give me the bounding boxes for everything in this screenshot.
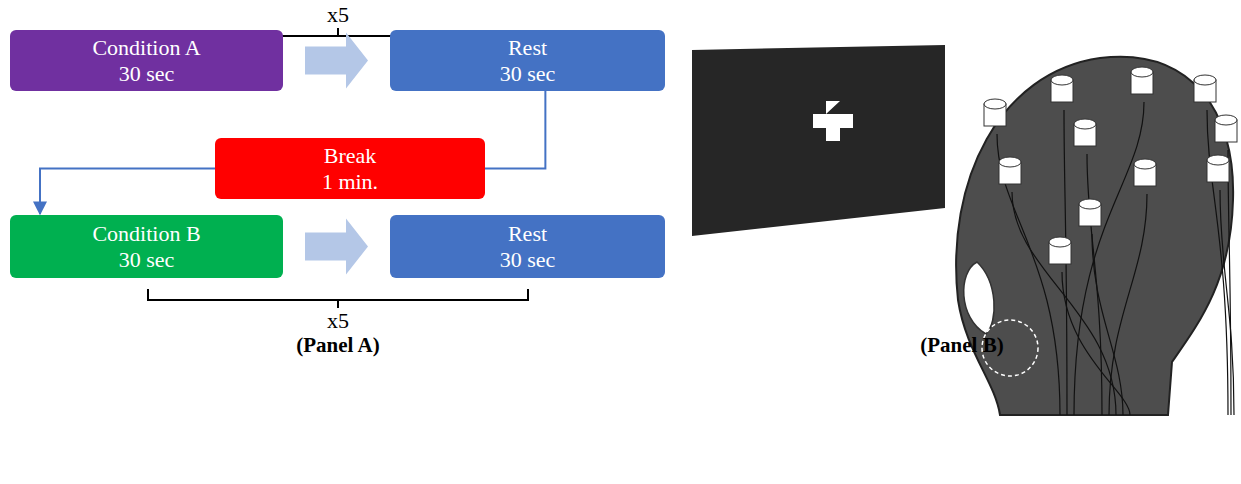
electrode-wire	[1207, 110, 1228, 415]
rest-box: Rest30 sec	[390, 215, 665, 278]
electrode	[984, 99, 1006, 126]
flow-line	[485, 91, 545, 169]
electrode	[1207, 155, 1229, 182]
block-arrow	[305, 219, 368, 275]
flow-line	[40, 169, 215, 215]
panel-label: (Panel A)	[296, 333, 379, 358]
node-duration: 30 sec	[119, 247, 175, 272]
electrode	[1051, 75, 1073, 102]
repeat-bracket	[148, 289, 528, 308]
head-outline	[956, 57, 1233, 415]
electrode	[1194, 75, 1216, 102]
electrode-wire	[1062, 272, 1130, 415]
electrode-wire	[1087, 154, 1102, 415]
electrode-wire	[1109, 194, 1147, 415]
electrode	[1074, 119, 1096, 146]
electrode-wire	[1092, 234, 1123, 415]
node-title: Rest	[508, 35, 547, 60]
electrode-wire	[1228, 150, 1231, 415]
node-title: Condition A	[92, 35, 200, 60]
condition-box: Condition B30 sec	[10, 215, 283, 278]
electrode-wire	[997, 134, 1060, 415]
node-duration: 1 min.	[322, 169, 378, 194]
node-duration: 30 sec	[500, 61, 556, 86]
condition-box: Condition A30 sec	[10, 30, 283, 91]
repeat-count: x5	[327, 308, 349, 334]
node-title: Break	[324, 143, 377, 168]
electrode	[1134, 159, 1156, 186]
electrode	[1079, 199, 1101, 226]
electrode	[999, 157, 1021, 184]
rest-box: Rest30 sec	[390, 30, 665, 91]
ear	[964, 262, 994, 334]
node-title: Rest	[508, 221, 547, 246]
panel-label: (Panel B)	[920, 333, 1003, 358]
electrode	[1131, 67, 1153, 94]
break-box: Break1 min.	[215, 138, 485, 199]
fixation-cross	[813, 101, 853, 141]
node-duration: 30 sec	[500, 247, 556, 272]
electrode	[1215, 115, 1237, 142]
display-screen	[692, 45, 945, 236]
repeat-count: x5	[327, 2, 349, 28]
block-arrow	[305, 33, 368, 89]
node-duration: 30 sec	[119, 61, 175, 86]
electrode-wire	[1220, 190, 1234, 415]
electrode-wire	[1074, 102, 1144, 415]
electrode	[1049, 237, 1071, 264]
electrode-set	[984, 67, 1237, 415]
node-title: Condition B	[92, 221, 200, 246]
